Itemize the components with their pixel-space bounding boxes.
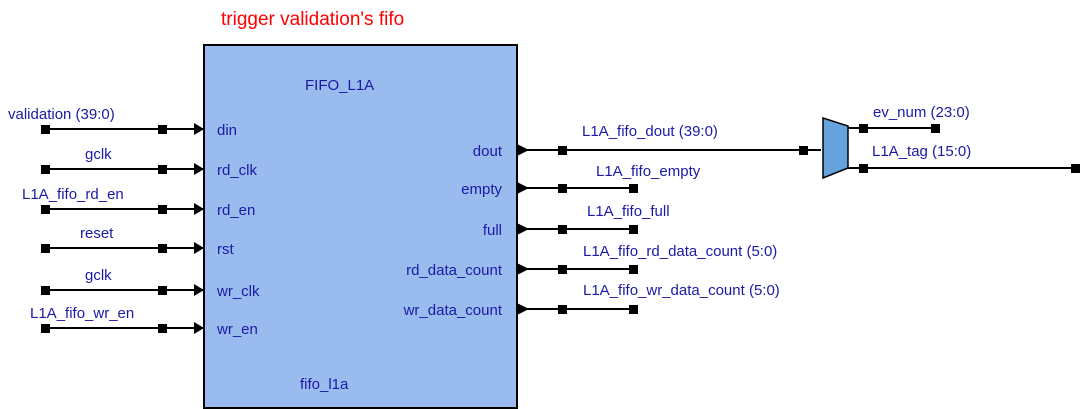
block-name: FIFO_L1A (305, 77, 374, 94)
signal-l1a-fifo-dout: L1A_fifo_dout (39:0) (582, 123, 718, 140)
signal-l1a-tag: L1A_tag (15:0) (872, 143, 971, 160)
port-empty: empty (461, 181, 502, 198)
signal-l1a-fifo-full: L1A_fifo_full (587, 203, 670, 220)
signal-gclk-rd: gclk (85, 146, 112, 163)
port-wr-en: wr_en (216, 321, 258, 338)
wire-ev-num (848, 124, 940, 133)
wire-rd-clk (41, 163, 204, 175)
diagram-title: trigger validation's fifo (221, 9, 404, 30)
port-rd-clk: rd_clk (217, 162, 258, 179)
wire-din (41, 123, 204, 135)
wire-dout (517, 144, 821, 156)
port-full: full (483, 222, 502, 239)
signal-reset: reset (80, 225, 114, 242)
splitter-wires (848, 124, 1080, 173)
wire-wr-en (41, 322, 204, 334)
signal-ev-num: ev_num (23:0) (873, 104, 970, 121)
wire-wr-data-count (517, 303, 638, 315)
bus-splitter (822, 116, 849, 180)
port-wr-clk: wr_clk (216, 283, 260, 300)
block-instance: fifo_l1a (300, 376, 349, 393)
signal-l1a-fifo-wr-en: L1A_fifo_wr_en (30, 305, 134, 322)
wire-rd-en (41, 203, 204, 215)
wire-wr-clk (41, 284, 204, 296)
wire-rst (41, 242, 204, 254)
output-wires (517, 144, 821, 315)
fifo-block (203, 44, 518, 409)
wire-l1a-tag (848, 164, 1080, 173)
port-wr-data-count: wr_data_count (403, 302, 503, 319)
port-rd-en: rd_en (217, 202, 255, 219)
input-wires (41, 123, 204, 334)
port-rd-data-count: rd_data_count (406, 262, 503, 279)
wire-empty (517, 182, 638, 194)
signal-gclk-wr: gclk (85, 267, 112, 284)
port-dout: dout (473, 143, 503, 160)
port-din: din (217, 122, 237, 139)
wire-rd-data-count (517, 263, 638, 275)
port-rst: rst (217, 241, 234, 258)
wire-full (517, 223, 638, 235)
signal-l1a-fifo-empty: L1A_fifo_empty (596, 163, 701, 180)
signal-l1a-fifo-rd-en: L1A_fifo_rd_en (22, 186, 124, 203)
signal-l1a-fifo-rd-data-count: L1A_fifo_rd_data_count (5:0) (583, 243, 777, 260)
signal-l1a-fifo-wr-data-count: L1A_fifo_wr_data_count (5:0) (583, 282, 780, 299)
signal-validation: validation (39:0) (8, 106, 115, 123)
